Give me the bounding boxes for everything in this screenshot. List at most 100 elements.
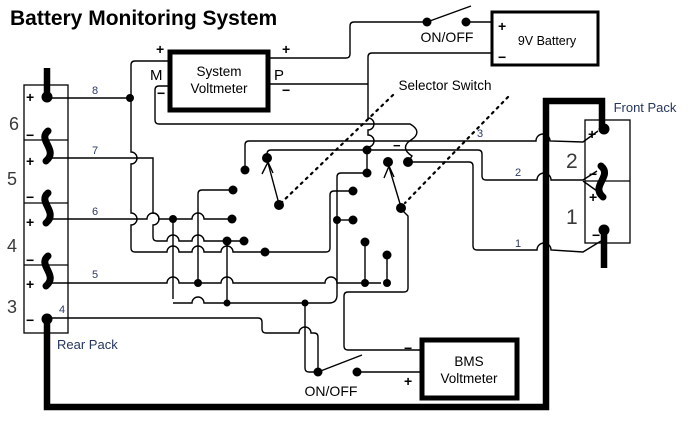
- battery-9v-label: 9V Battery: [518, 34, 577, 48]
- selector-contact: [227, 214, 237, 224]
- bms-minus: −: [404, 340, 412, 356]
- wire-5: [52, 276, 381, 284]
- bms-voltmeter-label-2: Voltmeter: [440, 371, 498, 386]
- cell4-plus: +: [26, 214, 34, 230]
- selector-contact: [360, 237, 370, 247]
- selector-switch-label: Selector Switch: [398, 78, 491, 93]
- p-plus: +: [282, 41, 290, 57]
- junction-dot: [126, 94, 134, 102]
- bms-voltmeter-box: [419, 337, 520, 401]
- bms-plus: +: [404, 373, 412, 389]
- selector-contact: [348, 215, 358, 225]
- selector-contact: [228, 185, 238, 195]
- junction-dot: [169, 215, 177, 223]
- cell3-plus: +: [26, 276, 34, 292]
- junction-dot: [194, 279, 202, 287]
- rear-pack: 6 5 4 3 + − + − + − + − Rear Pack: [7, 84, 118, 352]
- p-minus: −: [282, 82, 290, 98]
- battery-9v-box: [490, 10, 600, 67]
- right-wiper-arm: [383, 165, 402, 208]
- front-pack: 2 1 + − + − Front Pack: [566, 100, 677, 244]
- cell2-plus: +: [588, 126, 596, 142]
- rear-pack-positive-terminal: [41, 91, 53, 103]
- bottom-onoff-switch: ON/OFF: [305, 354, 422, 399]
- selector-contact: [240, 165, 250, 175]
- wire-4-label: 4: [59, 304, 65, 316]
- junction-dot: [223, 299, 231, 307]
- selector-contact: [260, 247, 270, 257]
- wire-1-label: 1: [515, 238, 521, 250]
- left-wiper-pivot: [262, 153, 272, 163]
- rear-pack-outline: [23, 84, 69, 334]
- bottom-switch-contact-left: [313, 367, 323, 377]
- selector-contact: [222, 236, 232, 246]
- cell-jumper-6-5: [41, 127, 54, 165]
- wire-6: [52, 212, 229, 220]
- m-terminal-label: M: [150, 67, 163, 84]
- selector-wiper-left: [261, 153, 284, 210]
- junction-dot: [383, 279, 391, 287]
- wire-p-plus-to-switch: [268, 21, 424, 59]
- top-onoff-switch: ON/OFF: [268, 5, 492, 59]
- cell5-plus: +: [26, 153, 34, 169]
- system-voltmeter-label-2: Voltmeter: [190, 81, 248, 96]
- p-terminal-label: P: [274, 67, 284, 84]
- bottom-switch-lever: [317, 354, 363, 373]
- cell4-minus: −: [26, 252, 34, 268]
- bms-voltmeter: BMS Voltmeter − +: [404, 337, 520, 401]
- wiper-minus-mark: −: [393, 138, 401, 153]
- run-303-to-contact-173: [173, 172, 364, 304]
- contact-arm-191: [268, 190, 353, 253]
- cell-jumper-4-3: [41, 252, 54, 290]
- junction-dots: [126, 94, 392, 307]
- cell-6-number: 6: [9, 114, 19, 134]
- selector-contact: [382, 250, 392, 260]
- contact-riser-198: [197, 189, 233, 283]
- selector-contact: [362, 168, 372, 178]
- wire-2-pack-stubs: [582, 170, 598, 192]
- front-pack-label: Front Pack: [614, 100, 677, 115]
- junction-dot: [333, 216, 341, 224]
- front-pack-positive-terminal: [598, 123, 610, 135]
- bms-voltmeter-label-1: BMS: [454, 354, 483, 369]
- left-wiper-contact: [274, 200, 284, 210]
- wire-7-label: 7: [92, 145, 98, 157]
- system-voltmeter: System Voltmeter + M − + P −: [150, 41, 290, 113]
- wire-3-label: 3: [477, 128, 483, 140]
- system-voltmeter-label-1: System: [196, 64, 241, 79]
- top-switch-contact-left: [422, 17, 432, 27]
- cell1-plus: +: [589, 189, 597, 205]
- selector-contact: [239, 236, 249, 246]
- battery-9v: + 9V Battery −: [490, 10, 600, 67]
- wire-3: [249, 130, 599, 143]
- right-wiper-contact: [396, 203, 406, 213]
- main-bus-wiring: [43, 68, 608, 411]
- front-pack-negative-terminal: [598, 224, 610, 236]
- cell-jumper-2-1: [595, 162, 609, 201]
- system-voltmeter-box: [167, 49, 271, 113]
- signal-wiring: [52, 52, 602, 373]
- wire-number-labels: 8 7 6 5 4 3 2 1: [59, 85, 521, 316]
- wire-7: [52, 157, 241, 242]
- wire-bms-minus: [343, 209, 422, 351]
- cell6-plus: +: [26, 89, 34, 105]
- cell-2-number: 2: [566, 150, 578, 173]
- wire-m-minus: [154, 85, 418, 163]
- bottom-switch-label: ON/OFF: [305, 383, 358, 399]
- wire-2: [266, 149, 583, 181]
- cell-1-number: 1: [566, 206, 578, 229]
- cell5-minus: −: [26, 189, 34, 205]
- rear-pack-negative-terminal: [41, 313, 53, 325]
- cell-5-number: 5: [7, 169, 17, 189]
- right-wiper-feed-contact: [403, 157, 413, 167]
- wire-8-label: 8: [92, 85, 98, 97]
- top-switch-label: ON/OFF: [421, 29, 474, 45]
- top-switch-contact-right: [461, 17, 471, 27]
- selector-wiper-right: −: [383, 138, 413, 213]
- m-minus: −: [157, 85, 165, 101]
- right-wiper-pivot: [383, 157, 393, 167]
- cell-jumper-5-4: [41, 189, 54, 227]
- cell-3-number: 3: [7, 297, 17, 317]
- m-plus: +: [156, 41, 164, 57]
- contact-riser-w3: [244, 140, 250, 170]
